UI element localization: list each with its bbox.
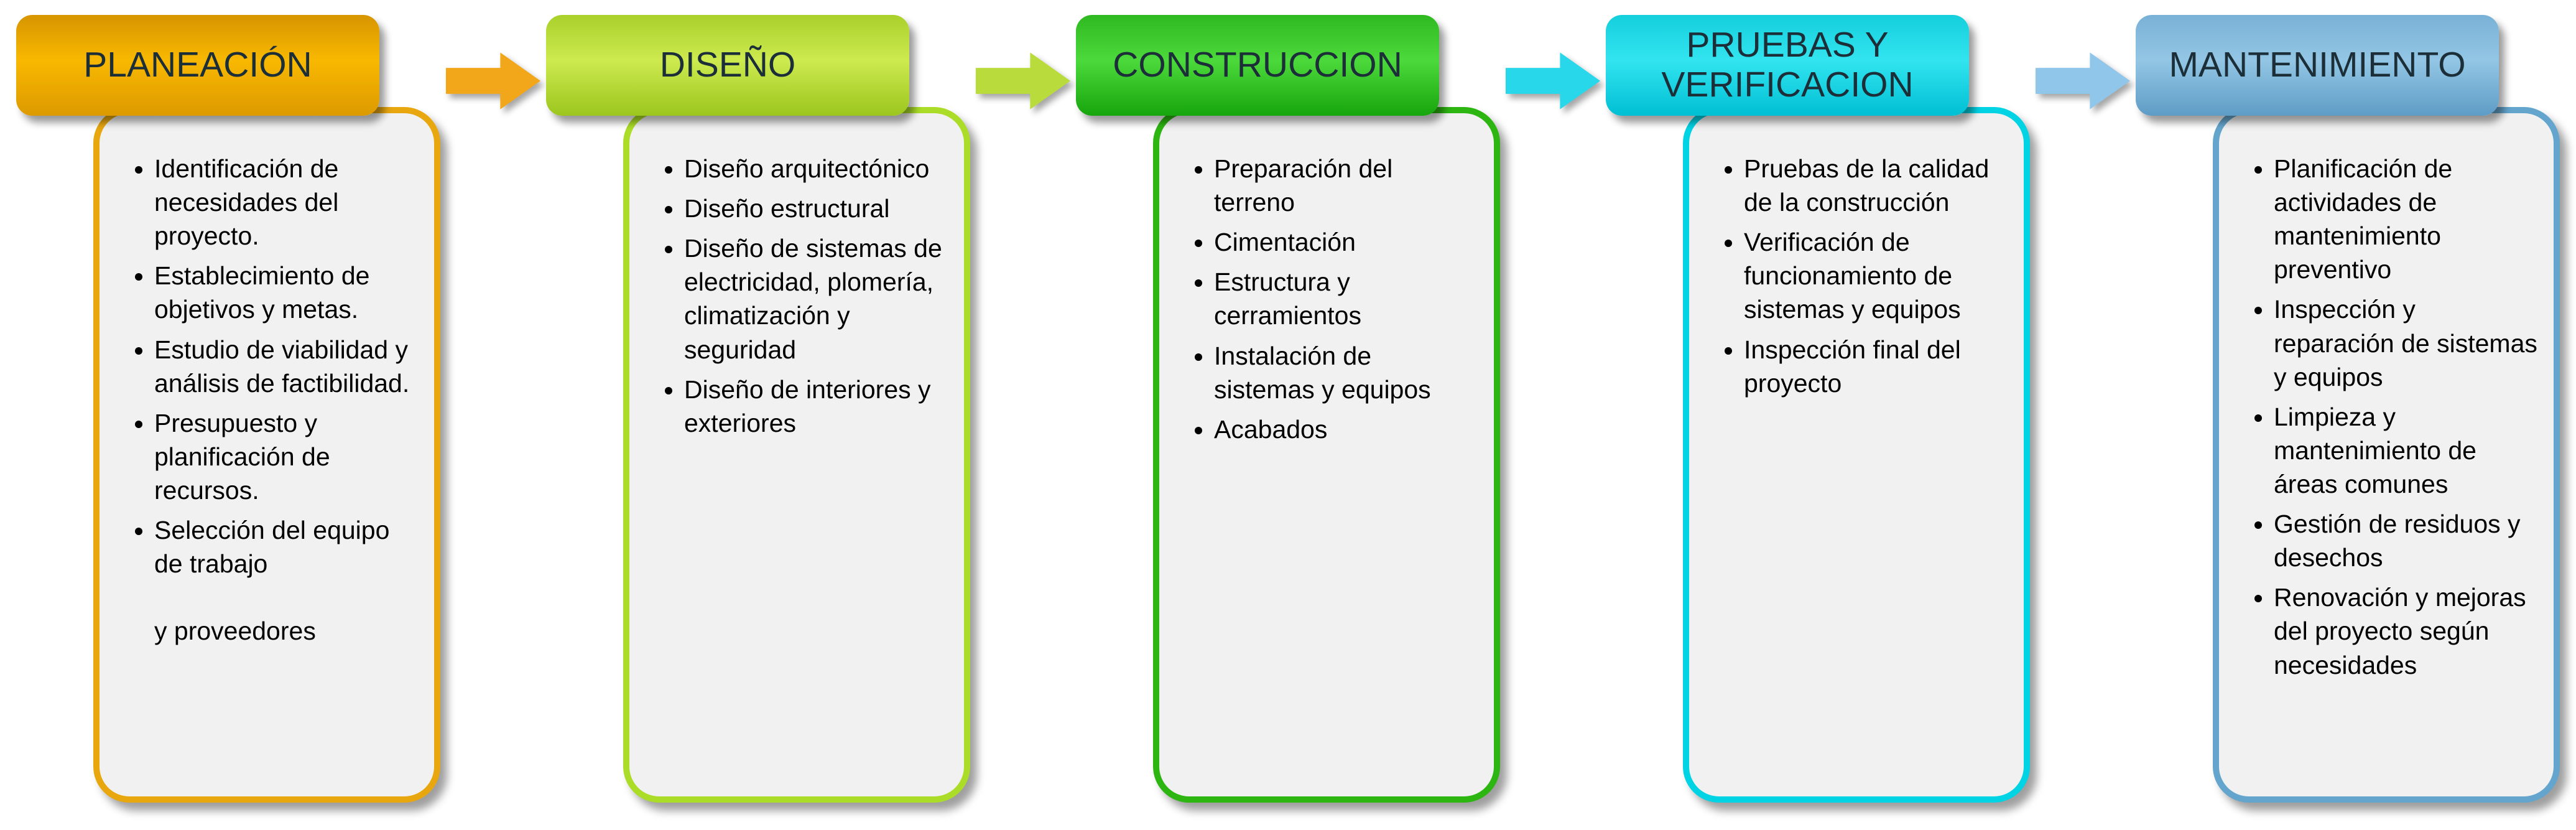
stage-title: MANTENIMIENTO (2169, 45, 2466, 85)
stage-header-planeacion: PLANEACIÓN (16, 15, 379, 116)
bullet-item: Inspección final del proyecto (1744, 333, 2008, 400)
bullet-list: Identificación de necesidades del proyec… (113, 152, 418, 648)
stage-body-planeacion: Identificación de necesidades del proyec… (93, 107, 440, 803)
stage-header-diseno: DISEÑO (546, 15, 909, 116)
flow-arrow-3 (1502, 51, 1605, 111)
stage-planeacion: PLANEACIÓN Identificación de necesidades… (16, 15, 440, 803)
stage-pruebas-verificacion: PRUEBAS Y VERIFICACION Pruebas de la cal… (1606, 15, 2030, 803)
stage-diseno: DISEÑO Diseño arquitectónicoDiseño estru… (546, 15, 970, 803)
bullet-item: Inspección y reparación de sistemas y eq… (2274, 292, 2537, 393)
bullet-list: Planificación de actividades de mantenim… (2233, 152, 2537, 682)
bullet-item: Acabados (1214, 413, 1478, 446)
bullet-item: Gestión de residuos y desechos (2274, 507, 2537, 574)
bullet-list: Diseño arquitectónicoDiseño estructuralD… (643, 152, 948, 440)
bullet-item: Establecimiento de objetivos y metas. (154, 259, 418, 326)
bullet-item: Selección del equipo de trabajo y provee… (154, 513, 418, 648)
stage-title: PLANEACIÓN (83, 45, 312, 85)
flow-arrow-1 (442, 51, 545, 111)
right-arrow-icon (2036, 52, 2130, 110)
stage-header-pruebas: PRUEBAS Y VERIFICACION (1606, 15, 1969, 116)
bullet-item: Identificación de necesidades del proyec… (154, 152, 418, 253)
stage-body-construccion: Preparación del terrenoCimentaciónEstruc… (1153, 107, 1500, 803)
stage-header-mantenimiento: MANTENIMIENTO (2136, 15, 2499, 116)
bullet-item: Preparación del terreno (1214, 152, 1478, 219)
bullet-list: Pruebas de la calidad de la construcción… (1703, 152, 2008, 400)
bullet-item: Planificación de actividades de mantenim… (2274, 152, 2537, 286)
right-arrow-icon (976, 52, 1070, 110)
flow-arrow-2 (972, 51, 1075, 111)
bullet-item: Instalación de sistemas y equipos (1214, 339, 1478, 406)
stage-title: CONSTRUCCION (1113, 45, 1402, 85)
flow-arrow-4 (2032, 51, 2134, 111)
bullet-item: Presupuesto y planificación de recursos. (154, 406, 418, 507)
bullet-item: Renovación y mejoras del proyecto según … (2274, 581, 2537, 681)
bullet-item: Limpieza y mantenimiento de áreas comune… (2274, 400, 2537, 501)
stage-construccion: CONSTRUCCION Preparación del terrenoCime… (1076, 15, 1500, 803)
bullet-item: Diseño de sistemas de electricidad, plom… (684, 231, 948, 366)
stage-mantenimiento: MANTENIMIENTO Planificación de actividad… (2136, 15, 2560, 803)
bullet-item: Verificación de funcionamiento de sistem… (1744, 225, 2008, 326)
right-arrow-icon (1506, 52, 1600, 110)
bullet-item: Cimentación (1214, 225, 1478, 259)
bullet-item: Estructura y cerramientos (1214, 265, 1478, 332)
bullet-item: Diseño arquitectónico (684, 152, 948, 185)
bullet-item: Diseño estructural (684, 192, 948, 225)
right-arrow-icon (446, 52, 540, 110)
stage-body-pruebas: Pruebas de la calidad de la construcción… (1683, 107, 2030, 803)
stage-header-construccion: CONSTRUCCION (1076, 15, 1439, 116)
stage-title: PRUEBAS Y VERIFICACION (1661, 25, 1914, 105)
stage-body-diseno: Diseño arquitectónicoDiseño estructuralD… (623, 107, 970, 803)
stage-title: DISEÑO (659, 45, 796, 85)
bullet-item: Diseño de interiores y exteriores (684, 373, 948, 440)
bullet-list: Preparación del terrenoCimentaciónEstruc… (1173, 152, 1478, 446)
stage-body-mantenimiento: Planificación de actividades de mantenim… (2213, 107, 2560, 803)
bullet-item: Pruebas de la calidad de la construcción (1744, 152, 2008, 219)
bullet-item: Estudio de viabilidad y análisis de fact… (154, 333, 418, 400)
